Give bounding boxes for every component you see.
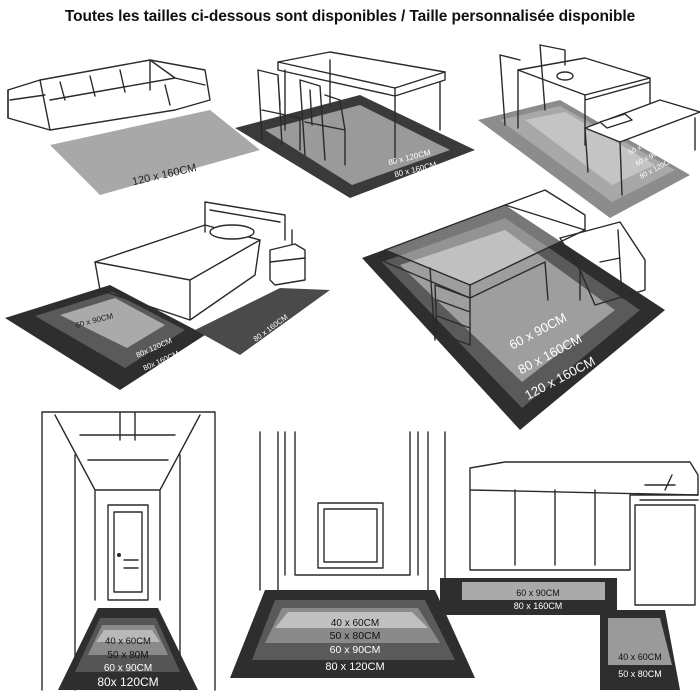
rug-office-inner xyxy=(400,230,615,382)
drawer-unit-icon xyxy=(434,284,471,346)
size-label: 40 x 60CM xyxy=(618,652,662,662)
rug-hallway-inner xyxy=(96,630,160,642)
size-label: 50 x 80CM xyxy=(618,669,662,679)
scene-dining-bench: 50 x 80CM 60 x 90CM 80 x 120CM xyxy=(478,44,700,218)
book-icon xyxy=(599,113,633,129)
rug-bed-inner xyxy=(60,298,165,348)
size-label: 50 x 80CM xyxy=(330,630,381,642)
wall-panel-icon xyxy=(317,502,384,569)
countertop-icon xyxy=(469,461,699,496)
rug-living-room xyxy=(50,110,260,195)
size-label: 80 x 120CM xyxy=(325,661,384,673)
door-icon xyxy=(107,504,149,601)
table-icon xyxy=(517,57,651,96)
size-label: 60 x 90CM xyxy=(104,663,152,674)
scene-dining-room: 80 x 120CM 80 x 160CM xyxy=(235,51,475,198)
scene-living-room: 120 x 160CM xyxy=(7,59,260,195)
rug-bench-inner xyxy=(525,112,655,185)
size-label: 80x 120CM xyxy=(97,675,158,689)
size-label: 80 x 160CM xyxy=(514,601,563,611)
rug-kitchen-top-inner xyxy=(462,582,605,600)
sofa-icon xyxy=(7,59,211,131)
rug-entrance-inner xyxy=(275,612,428,628)
page-title: Toutes les tailles ci-dessous sont dispo… xyxy=(64,8,636,25)
size-label: 50 x 80M xyxy=(107,650,148,661)
size-label: 40 x 60CM xyxy=(105,636,151,647)
rug-dining-inner xyxy=(265,105,450,185)
dining-table-icon xyxy=(277,51,446,89)
scene-office: 60 x 90CM 80 x 160CM 120 x 160CM xyxy=(362,189,665,430)
scene-hallway: 40 x 60CM 50 x 80M 60 x 90CM 80x 120CM xyxy=(41,411,216,691)
rug-kitchen-side-inner xyxy=(608,618,672,665)
size-label: 60 x 90CM xyxy=(330,644,381,656)
side-cabinet-icon xyxy=(634,504,696,606)
bench-icon xyxy=(584,99,700,143)
size-label: 40 x 60CM xyxy=(331,618,379,629)
nightstand-icon xyxy=(269,243,306,286)
scene-kitchen: 60 x 90CM 80 x 160CM 40 x 60CM 50 x 80CM xyxy=(440,461,699,690)
scene-entrance: 40 x 60CM 50 x 80CM 60 x 90CM 80 x 120CM xyxy=(230,431,475,678)
size-label: 60 x 90CM xyxy=(516,588,560,598)
scene-bedroom: 60 x 90CM 80x 120CM 80x 160CM 80 x 160CM… xyxy=(5,201,330,390)
rug-bed-side xyxy=(195,288,330,355)
